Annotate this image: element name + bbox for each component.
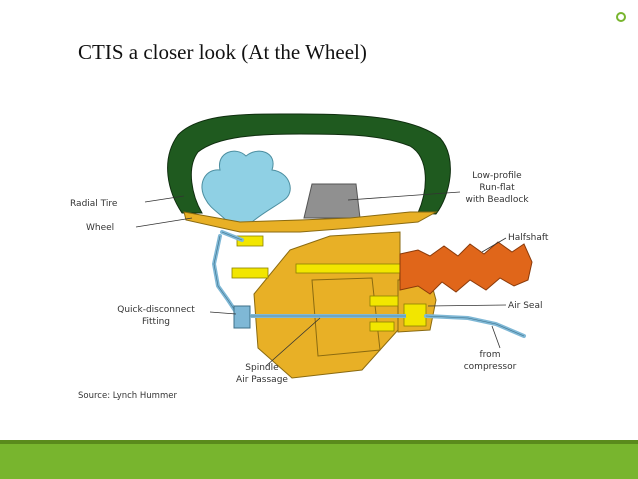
label-air-seal: Air Seal (508, 301, 542, 311)
leader-air-seal (427, 304, 507, 307)
leader-wheel (135, 217, 193, 228)
leader-spindle (265, 317, 321, 367)
label-beadlock: with Beadlock (465, 195, 529, 205)
label-fitting: Fitting (142, 317, 170, 327)
leader-radial-tire (144, 195, 185, 203)
compressor-line-outline (425, 315, 525, 337)
upper-fitting (236, 235, 264, 247)
seal-fitting (403, 303, 427, 327)
quick-disconnect-body (233, 305, 251, 329)
label-run-flat: Run-flat (479, 183, 515, 193)
label-wheel: Wheel (86, 223, 114, 233)
tire-shape (167, 113, 451, 215)
halfshaft-boot (399, 241, 533, 295)
corner-circle (616, 12, 626, 22)
inner-tube-shape (201, 150, 291, 229)
runflat-shape (303, 183, 361, 219)
label-low-profile: Low-profile (472, 171, 522, 181)
footer-bar-edge (0, 440, 638, 444)
footer-bar (0, 444, 638, 479)
wheel-rim-shape (183, 211, 438, 233)
shaft-fitting (295, 263, 403, 274)
valve-air-line-outline (213, 231, 243, 313)
label-quick-disconnect: Quick-disconnect (117, 305, 195, 315)
lower-fitting (369, 295, 399, 307)
label-radial-tire: Radial Tire (70, 199, 118, 209)
label-compressor: compressor (464, 362, 517, 372)
ctis-wheel-diagram: Radial Tire Wheel Low-profile Run-flat w… (70, 113, 549, 401)
passage-fitting (369, 321, 395, 332)
mid-fitting (231, 267, 269, 279)
compressor-line (424, 314, 526, 338)
leader-low-profile (347, 191, 461, 201)
label-halfshaft: Halfshaft (508, 233, 549, 243)
leader-from-compressor (491, 325, 501, 349)
label-spindle: Spindle (245, 363, 279, 373)
label-from: from (480, 350, 501, 360)
leader-halfshaft (481, 237, 507, 253)
slide-title: CTIS a closer look (At the Wheel) (78, 40, 367, 64)
source-credit: Source: Lynch Hummer (78, 391, 177, 401)
label-air-passage: Air Passage (236, 375, 288, 385)
leader-quick-disconnect (209, 311, 237, 315)
